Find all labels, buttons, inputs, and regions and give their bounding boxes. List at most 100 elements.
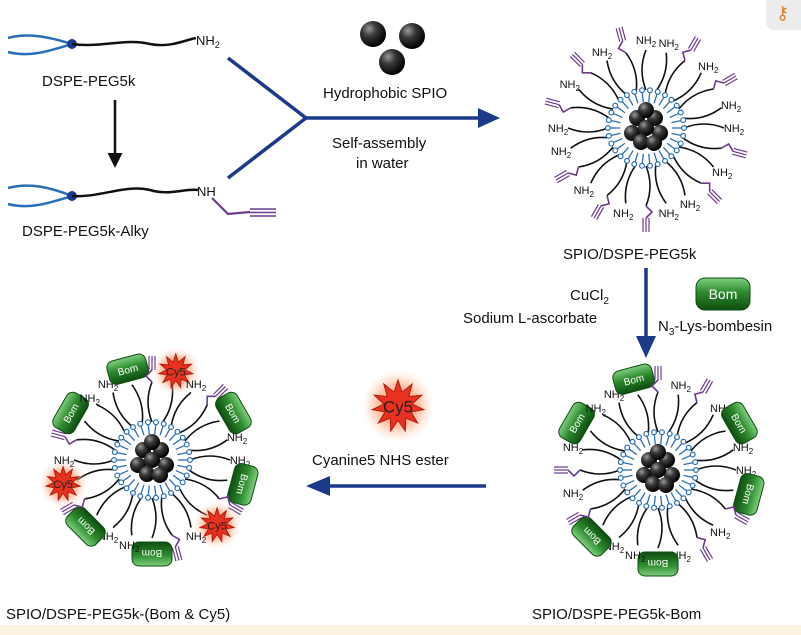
nh2-label: NH2 (721, 100, 742, 114)
nh2-label: NH2 (625, 550, 646, 564)
alkyne-group (642, 205, 654, 232)
alkyne-group (171, 534, 183, 562)
nh2-label: NH2 (671, 380, 692, 394)
nh2-label: NH2 (563, 442, 584, 456)
nh2-label: NH2 (659, 38, 680, 52)
svg-text:Bom: Bom (623, 373, 646, 389)
nh2-label: NH2 (563, 488, 584, 502)
dspe-peg-alky-molecule: NH (7, 184, 276, 217)
nh2-top-label: NH2 (196, 33, 220, 50)
click-arrow (636, 268, 656, 358)
bom-tag: Bom (131, 541, 173, 567)
bottom-strip (0, 625, 801, 635)
self-assembly-arrow (226, 56, 500, 180)
nh2-label: NH2 (586, 403, 607, 417)
key-icon[interactable]: ⚷ (766, 0, 801, 30)
spio-bom-label: SPIO/DSPE-PEG5k-Bom (532, 606, 701, 623)
bom-tag: Bom (637, 551, 679, 577)
cucl2-label: CuCl2 (570, 287, 609, 307)
bom-tag-legend: Bom (695, 277, 751, 311)
nh2-label: NH2 (551, 146, 572, 160)
alkyne-group (681, 36, 702, 61)
nh2-label: NH2 (636, 35, 657, 49)
nh2-label: NH2 (724, 123, 745, 137)
alkyne-group (544, 97, 572, 114)
alkyne-group (566, 508, 592, 526)
nh2-label: NH2 (698, 61, 719, 75)
n3-lys-bombesin-label: N3-Lys-bombesin (658, 318, 772, 338)
alkyne-group (615, 26, 627, 54)
alkyne-group (701, 182, 723, 205)
bom-tag: Bom (733, 472, 765, 516)
cy5-star-legend: Cy5 (361, 369, 435, 443)
nh2-label: NH2 (560, 79, 581, 93)
cy5-label: Cy5 (166, 366, 186, 378)
nh-alky-label: NH (197, 184, 216, 199)
cy5-label: Cy5 (53, 479, 73, 491)
nh2-label: NH2 (613, 208, 634, 222)
bom-tag: Bom (721, 401, 758, 445)
spio-bom-cy5-label: SPIO/DSPE-PEG5k-(Bom & Cy5) (6, 606, 230, 623)
bom-tag: Bom (612, 363, 656, 395)
nh2-label: NH2 (659, 208, 680, 222)
bom-tag: Bom (106, 353, 150, 385)
svg-text:Bom: Bom (142, 547, 163, 558)
bom-tag: Bom (558, 401, 595, 445)
dspe-peg-label: DSPE-PEG5k (42, 73, 136, 90)
dspe-peg-alky-label: DSPE-PEG5k-Alky (22, 223, 149, 240)
alkyne-group (554, 466, 581, 478)
conjugation-arrow (306, 476, 486, 496)
self-assembly-label-1: Self-assembly (332, 135, 427, 152)
nh2-label: NH2 (80, 393, 101, 407)
bom-tag: Bom (215, 391, 252, 435)
ascorbate-label: Sodium L-ascorbate (463, 310, 597, 327)
nh2-label: NH2 (733, 442, 754, 456)
svg-text:Bom: Bom (648, 557, 669, 568)
spio-spheres (360, 21, 425, 75)
svg-text:Bom: Bom (117, 363, 140, 379)
bom-tag: Bom (227, 462, 259, 506)
alkyne-group (569, 51, 591, 74)
nh2-label: NH2 (186, 379, 207, 393)
bom-tag: Bom (65, 506, 106, 547)
alkyne-group (554, 166, 580, 184)
alkyne-group (693, 378, 714, 403)
spio-peg-label: SPIO/DSPE-PEG5k (563, 246, 697, 263)
alkyne-group (712, 72, 738, 90)
bom-tag: Bom (571, 516, 612, 557)
nh2-label: NH2 (54, 455, 75, 469)
micelle-spio-bom-cy5: NH2BomCy5NH2BomNH2NH2BomCy5NH2BomNH2NH2B… (39, 347, 259, 567)
micelle-spio-bom: NH2BomNH2NH2BomNH2NH2BomNH2NH2BomNH2NH2B… (554, 363, 765, 577)
alkyne-group (720, 142, 748, 159)
cy5-label: Cy5 (383, 398, 413, 417)
hydrophobic-spio-label: Hydrophobic SPIO (323, 85, 447, 102)
alkyne-group (696, 536, 714, 562)
nh2-label: NH2 (98, 379, 119, 393)
nh2-label: NH2 (680, 199, 701, 213)
alkyne-group (650, 366, 662, 393)
nh2-label: NH2 (712, 167, 733, 181)
cy5-label: Cy5 (207, 520, 227, 532)
dspe-peg-molecule: NH2 (7, 33, 220, 56)
nh2-label: NH2 (592, 47, 613, 61)
nh2-label: NH2 (710, 527, 731, 541)
cyanine-ester-label: Cyanine5 NHS ester (312, 452, 449, 469)
alkyne-group (590, 195, 611, 220)
bom-tag: Bom (52, 391, 89, 435)
nh2-label: NH2 (186, 531, 207, 545)
nh2-label: NH2 (119, 540, 140, 554)
alkyne-group (50, 429, 78, 446)
svg-text:Bom: Bom (233, 473, 249, 496)
svg-text:Bom: Bom (739, 483, 755, 506)
alkyne-group (725, 505, 750, 526)
nh2-label: NH2 (227, 432, 248, 446)
svg-text:Bom: Bom (709, 286, 738, 302)
self-assembly-label-2: in water (356, 155, 409, 172)
alkyne-group (206, 383, 229, 405)
nh2-label: NH2 (604, 389, 625, 403)
nh2-label: NH2 (548, 123, 569, 137)
nh2-label: NH2 (574, 185, 595, 199)
